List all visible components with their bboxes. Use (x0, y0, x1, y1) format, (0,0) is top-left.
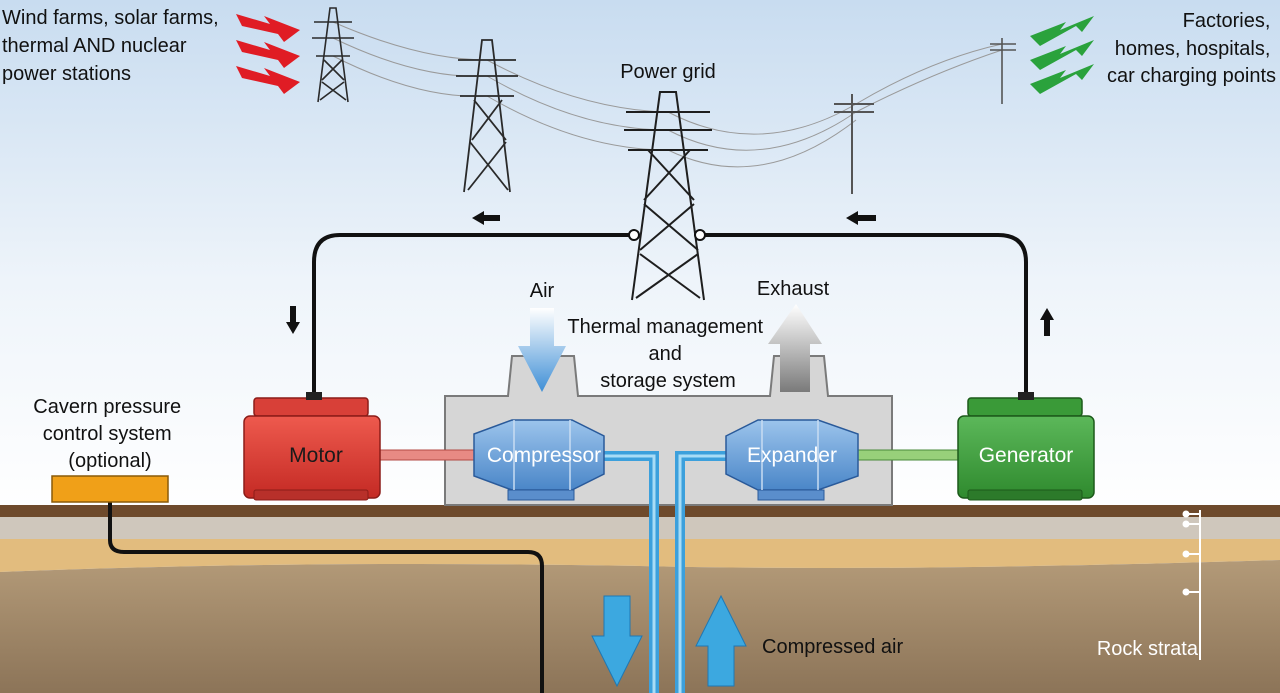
lightning-arrow-icon (1030, 40, 1094, 70)
power-grid-label: Power grid (620, 61, 716, 83)
rock-layer-1 (0, 517, 1280, 539)
consumers-label: Factories, homes, hospitals, car chargin… (1107, 10, 1276, 87)
compressor (473, 419, 605, 501)
grid-terminal-right (694, 229, 706, 241)
pylon-icon (624, 91, 712, 301)
cavern-label: Cavern pressure control system (optional… (33, 396, 186, 472)
lightning-arrow-icon (236, 66, 300, 94)
cavern-control-line (108, 500, 544, 693)
expander-label: Expander (747, 444, 837, 467)
wiring (312, 233, 1028, 398)
flow-arrows (286, 211, 1054, 336)
strata-scale (1182, 510, 1201, 660)
compressed-air-down-arrow (591, 595, 643, 688)
thermal-storage-label: Thermal management and storage system (567, 316, 768, 392)
grid-terminal-left (628, 229, 640, 241)
exhaust-label: Exhaust (757, 278, 830, 300)
air-label: Air (530, 280, 555, 302)
lightning-arrow-icon (1030, 16, 1094, 46)
compressor-label: Compressor (487, 444, 601, 467)
lightning-arrow-icon (236, 14, 300, 42)
sources-label: Wind farms, solar farms, thermal AND nuc… (2, 7, 224, 85)
ground-surface (0, 505, 1280, 517)
expander (725, 419, 859, 501)
generator-shaft (857, 449, 959, 461)
source-arrows (236, 14, 300, 94)
consumer-arrows (1030, 16, 1094, 94)
pylon-icon (456, 39, 518, 193)
exhaust-arrow (768, 304, 822, 392)
motor-shaft (377, 449, 477, 461)
compressed-air-up-arrow (695, 594, 747, 687)
generator-label: Generator (979, 444, 1074, 467)
air-pipes (600, 451, 730, 693)
lightning-arrow-icon (1030, 64, 1094, 94)
motor (243, 392, 381, 501)
rock-layer-2 (0, 539, 1280, 572)
rock-strata-label: Rock strata (1097, 638, 1199, 660)
motor-label: Motor (289, 444, 343, 467)
pylon-icon (312, 7, 354, 103)
generator (957, 392, 1095, 501)
cavern-control-box (51, 475, 169, 503)
utility-pole-icon (990, 38, 1016, 104)
utility-pole-icon (834, 94, 874, 194)
compressed-air-label: Compressed air (762, 636, 904, 658)
rock-layer-3 (0, 560, 1280, 693)
lightning-arrow-icon (236, 40, 300, 68)
air-arrow (518, 308, 566, 392)
